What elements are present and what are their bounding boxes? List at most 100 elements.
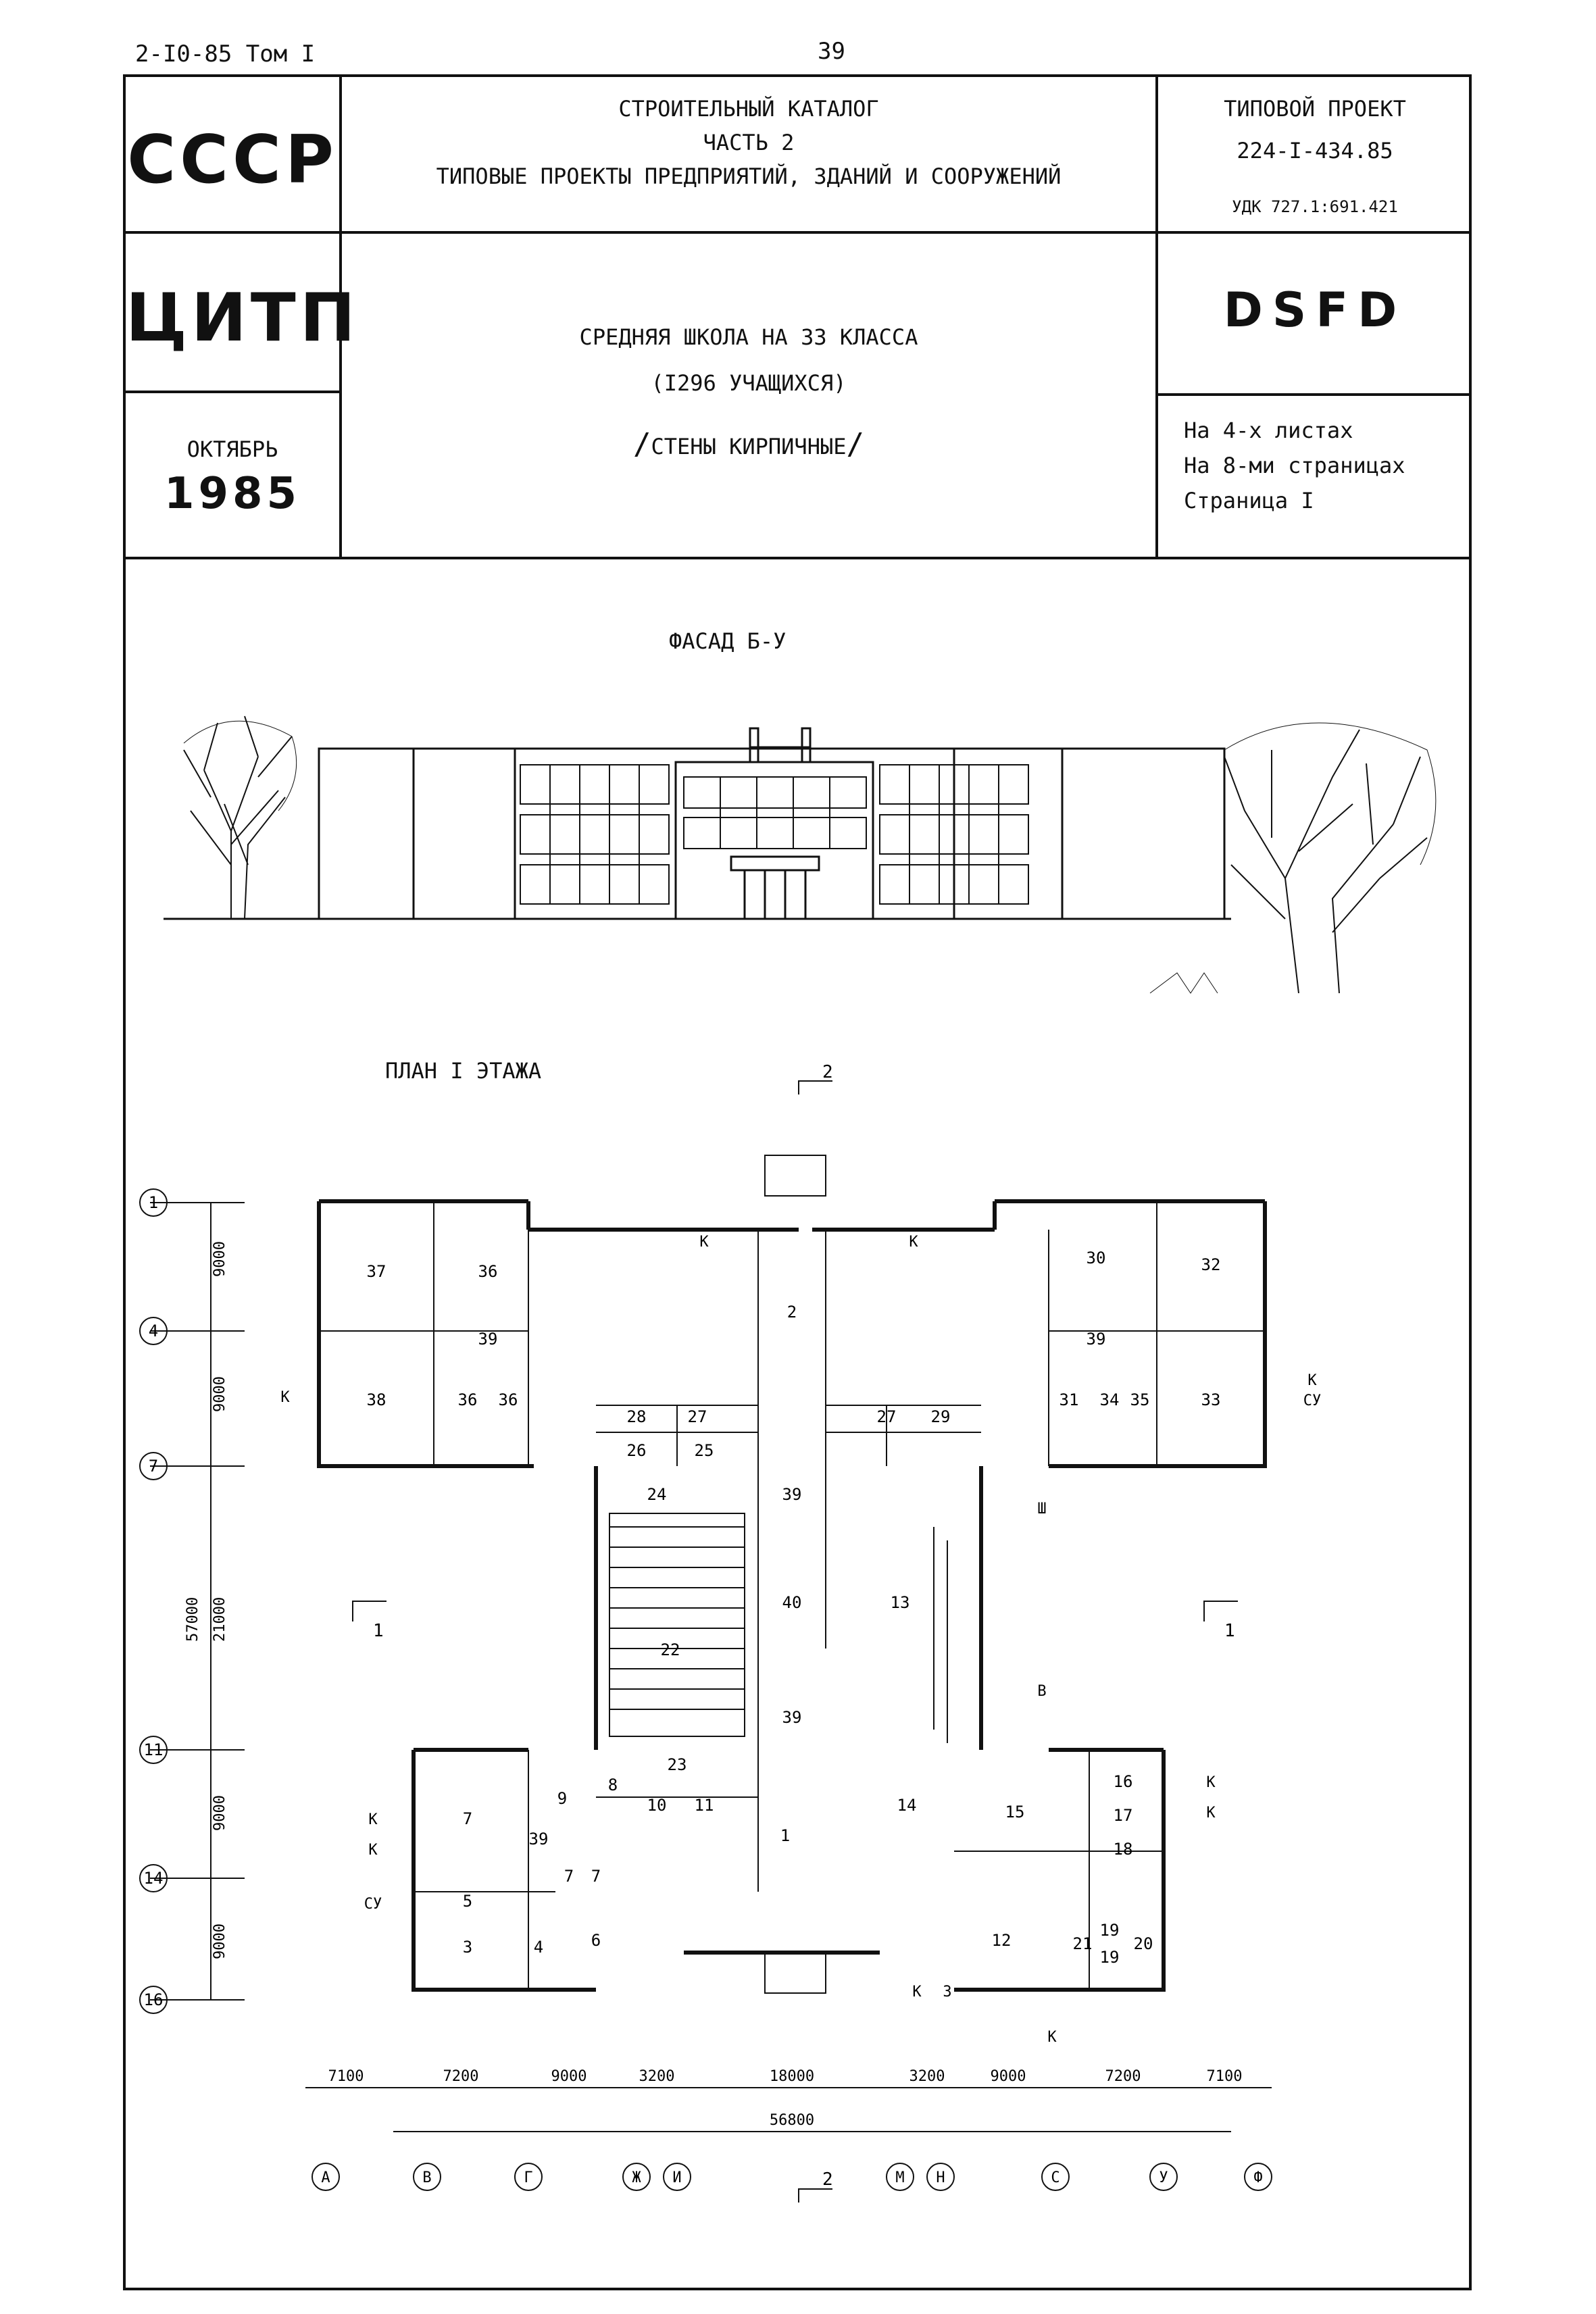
entrance-label: СУ xyxy=(1303,1392,1322,1409)
room-label: 22 xyxy=(661,1640,680,1659)
plan-partitions xyxy=(319,1155,1265,1994)
doc-code: DSFD xyxy=(1223,282,1407,338)
room-label: 39 xyxy=(529,1830,549,1848)
project-type: ТИПОВОЙ ПРОЕКТ xyxy=(1224,96,1406,122)
catalog-line3: ТИПОВЫЕ ПРОЕКТЫ ПРЕДПРИЯТИЙ, ЗДАНИЙ И СО… xyxy=(436,164,1062,189)
plan-title: ПЛАН I ЭТАЖА xyxy=(385,1058,542,1084)
room-label: 13 xyxy=(891,1593,910,1612)
row-axis-markers: 1 4 7 11 14 16 xyxy=(139,1188,168,2014)
facade-drawing xyxy=(164,715,1437,994)
axis-col-label: Г xyxy=(524,2169,532,2186)
room-label: 11 xyxy=(695,1796,714,1815)
stamp-divider xyxy=(123,557,1472,559)
entrance-label: К xyxy=(368,1842,378,1859)
country-label: СССР xyxy=(127,122,338,199)
section-mark-label: 1 xyxy=(1224,1621,1235,1641)
dim-label: 7100 xyxy=(328,2068,364,2085)
org-label: ЦИТП xyxy=(126,280,359,357)
entrance-label: К xyxy=(1047,2029,1057,2046)
room-label: 21 xyxy=(1073,1934,1093,1953)
axis-row-label: 16 xyxy=(144,1990,164,2009)
entrance-label: К xyxy=(368,1811,378,1828)
room-label: 15 xyxy=(1005,1803,1025,1821)
room-label: 7 xyxy=(463,1809,472,1828)
dim-label: 7200 xyxy=(443,2068,479,2085)
entrance-label: З xyxy=(943,1984,951,2001)
series-label: 2-I0-85 Том I xyxy=(135,41,316,68)
tree-left xyxy=(183,715,297,920)
room-label: 31 xyxy=(1059,1390,1079,1409)
section-marks: 2 2 1 1 xyxy=(352,1062,1238,2203)
dim-label: 57000 xyxy=(184,1597,201,1642)
section-mark-label: 2 xyxy=(822,1062,833,1082)
room-label: 19 xyxy=(1100,1921,1120,1940)
room-label: 7 xyxy=(564,1867,574,1886)
room-label: 29 xyxy=(931,1407,951,1426)
room-label: 1 xyxy=(780,1826,790,1845)
floor-plan: 1 4 7 11 14 16 9000 9000 57000 21000 900… xyxy=(139,1062,1321,2203)
room-label: 39 xyxy=(782,1708,802,1727)
axis-row-label: 14 xyxy=(144,1869,164,1888)
plan-walls xyxy=(317,1199,1267,1992)
tree-right xyxy=(1149,722,1437,994)
catalog-line2: ЧАСТЬ 2 xyxy=(703,130,795,155)
room-label: 26 xyxy=(627,1441,647,1460)
entrance-labels: К К К К СУ Ш В К К К К СУ К З К xyxy=(280,1234,1321,2046)
entrance-label: К xyxy=(699,1234,709,1251)
dim-label: 7100 xyxy=(1207,2068,1243,2085)
entrance-label: К xyxy=(1206,1805,1216,1821)
entrance-label: К xyxy=(909,1234,918,1251)
stamp-divider xyxy=(339,74,342,559)
room-label: 39 xyxy=(1087,1330,1106,1349)
room-label: 18 xyxy=(1114,1840,1133,1859)
horizontal-dim-labels: 7100 7200 9000 3200 18000 3200 9000 7200… xyxy=(328,2068,1243,2129)
room-label: 9 xyxy=(557,1789,567,1808)
room-label: 39 xyxy=(782,1485,802,1504)
dim-total-label: 56800 xyxy=(770,2112,814,2129)
room-label: 23 xyxy=(668,1755,687,1774)
sheets-count: На 4-х листах xyxy=(1184,418,1353,443)
room-label: 30 xyxy=(1087,1249,1106,1267)
section-mark-label: 2 xyxy=(822,2169,833,2190)
room-label: 6 xyxy=(591,1931,601,1950)
axis-col-label: Ж xyxy=(632,2169,641,2186)
entrance-label: Ш xyxy=(1037,1501,1046,1517)
dim-label: 7200 xyxy=(1105,2068,1141,2085)
page-index: Страница I xyxy=(1184,488,1314,513)
project-title-line2: (I296 УЧАЩИХСЯ) xyxy=(651,370,847,396)
dim-label: 9000 xyxy=(991,2068,1026,2085)
dim-label: 9000 xyxy=(211,1241,228,1277)
dim-label: 9000 xyxy=(211,1923,228,1959)
room-label: 19 xyxy=(1100,1948,1120,1967)
axis-row-label: 11 xyxy=(144,1740,164,1759)
dim-label: 9000 xyxy=(211,1795,228,1831)
axis-col-label: В xyxy=(422,2169,431,2186)
drawing-frame xyxy=(123,74,1472,2290)
entrance-label: К xyxy=(280,1389,290,1406)
room-label: 39 xyxy=(478,1330,498,1349)
room-label: 27 xyxy=(877,1407,897,1426)
axis-col-label: Н xyxy=(936,2169,945,2186)
room-label: 10 xyxy=(647,1796,667,1815)
axis-col-label: М xyxy=(895,2169,904,2186)
room-label: 4 xyxy=(534,1938,543,1957)
room-label: 33 xyxy=(1201,1390,1221,1409)
room-label: 32 xyxy=(1201,1255,1221,1274)
section-mark-label: 1 xyxy=(373,1621,384,1641)
stamp-divider xyxy=(123,231,339,234)
entrance-label: В xyxy=(1037,1683,1046,1700)
room-label: 38 xyxy=(367,1390,386,1409)
axis-col-label: У xyxy=(1159,2169,1168,2186)
column-axis-markers: А В Г Ж И М Н С У Ф xyxy=(311,2163,1272,2191)
room-label: 5 xyxy=(463,1892,472,1911)
entrance-label: СУ xyxy=(364,1896,382,1913)
dim-label: 3200 xyxy=(639,2068,675,2085)
room-label: 36 xyxy=(499,1390,518,1409)
room-label: 12 xyxy=(992,1931,1012,1950)
year-label: 1985 xyxy=(164,469,301,519)
room-label: 7 xyxy=(591,1867,601,1886)
catalog-line1: СТРОИТЕЛЬНЫЙ КАТАЛОГ xyxy=(618,96,879,122)
stamp-divider xyxy=(1155,74,1158,559)
room-label: 3 xyxy=(463,1938,472,1957)
room-label: 2 xyxy=(787,1303,797,1322)
